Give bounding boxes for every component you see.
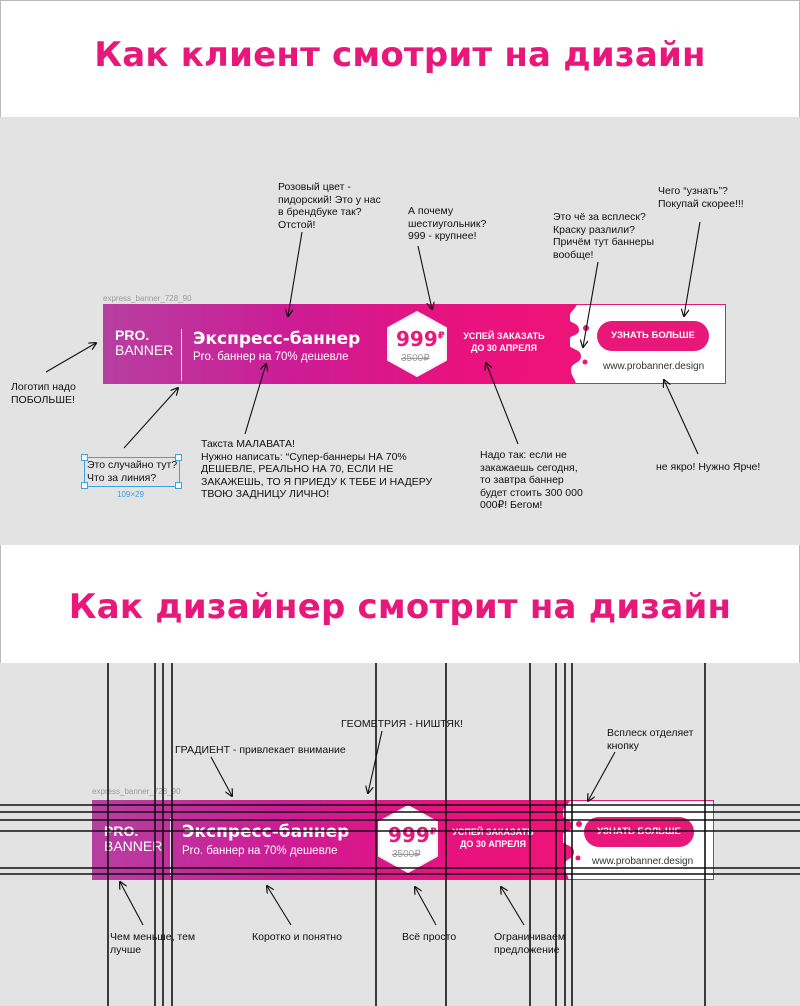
- frame-label: express_banner_728_90: [103, 294, 192, 303]
- old-price: 3500₽: [392, 849, 421, 860]
- note-text-small: Такста МАЛАВАТА! Нужно написать: “Супер-…: [201, 438, 433, 500]
- price-hexagon: [378, 805, 438, 873]
- note-hexagon: А почему шестиугольник? 999 - крупнее!: [408, 205, 487, 242]
- selection-size-label: 109×29: [117, 490, 144, 499]
- old-price: 3500₽: [401, 353, 430, 364]
- banner-headline: Экспресс-баннер: [182, 822, 350, 842]
- note-geometry: ГЕОМЕТРИЯ - НИШТЯК!: [341, 718, 464, 730]
- divider-line: [170, 818, 171, 876]
- banner-url[interactable]: www.probanner.design: [592, 856, 694, 867]
- note-logo: Логотип надо ПОБОЛЬШЕ!: [11, 381, 76, 406]
- banner-designer: PRO. BANNER Экспресс-баннер Pro. баннер …: [92, 800, 714, 880]
- top-title: Как клиент смотрит на дизайн: [94, 35, 706, 75]
- frame-label: express_banner_728_90: [92, 787, 181, 796]
- learn-more-button[interactable]: УЗНАТЬ БОЛЬШЕ: [597, 321, 709, 351]
- note-brighter: не якро! Нужно Ярче!: [656, 461, 761, 473]
- note-limited-offer: Ограничиваем предложение: [494, 931, 566, 956]
- selection-text: Это случайно тут? Что за линия?: [87, 459, 178, 484]
- banner-url[interactable]: www.probanner.design: [603, 361, 705, 372]
- price-hexagon: [387, 311, 447, 377]
- note-splash-separates: Всплеск отделяет кнопку: [607, 727, 694, 752]
- logo-line2: BANNER: [115, 342, 174, 358]
- banner-subline: Pro. баннер на 70% дешевле: [182, 845, 338, 857]
- resize-handle[interactable]: [175, 454, 182, 461]
- note-cta-text: Чего “узнать”? Покупай скорее!!!: [658, 185, 744, 210]
- divider-line: [181, 329, 182, 381]
- note-splash: Это чё за всплеск? Краску разлили? Причё…: [553, 211, 655, 261]
- note-pink-color: Розовый цвет - пидорский! Это у нас в бр…: [278, 181, 381, 231]
- price-value: 999₽: [388, 823, 437, 847]
- learn-more-button[interactable]: УЗНАТЬ БОЛЬШЕ: [584, 817, 694, 847]
- splash-shape: [555, 304, 589, 384]
- note-simple: Всё просто: [402, 931, 457, 943]
- selection-box[interactable]: [84, 457, 180, 487]
- bottom-title: Как дизайнер смотрит на дизайн: [68, 587, 732, 627]
- note-short-clear: Коротко и понятно: [252, 931, 342, 943]
- resize-handle[interactable]: [81, 482, 88, 489]
- logo-line1: PRO.: [115, 327, 150, 343]
- note-offer: Надо так: если не закажаешь сегодня, то …: [480, 449, 583, 511]
- splash-shape: [548, 800, 582, 880]
- resize-handle[interactable]: [175, 482, 182, 489]
- banner-subline: Pro. баннер на 70% дешевле: [193, 351, 349, 363]
- banner-headline: Экспресс-баннер: [193, 329, 361, 349]
- note-gradient: ГРАДИЕНТ - привлекает внимание: [175, 744, 346, 756]
- note-less-is-better: Чем меньше, тем лучше: [110, 931, 196, 956]
- price-value: 999₽: [396, 327, 445, 351]
- banner-client: PRO. BANNER Экспресс-баннер Pro. баннер …: [103, 304, 726, 384]
- logo-line2: BANNER: [104, 838, 163, 854]
- logo-line1: PRO.: [104, 823, 139, 839]
- resize-handle[interactable]: [81, 454, 88, 461]
